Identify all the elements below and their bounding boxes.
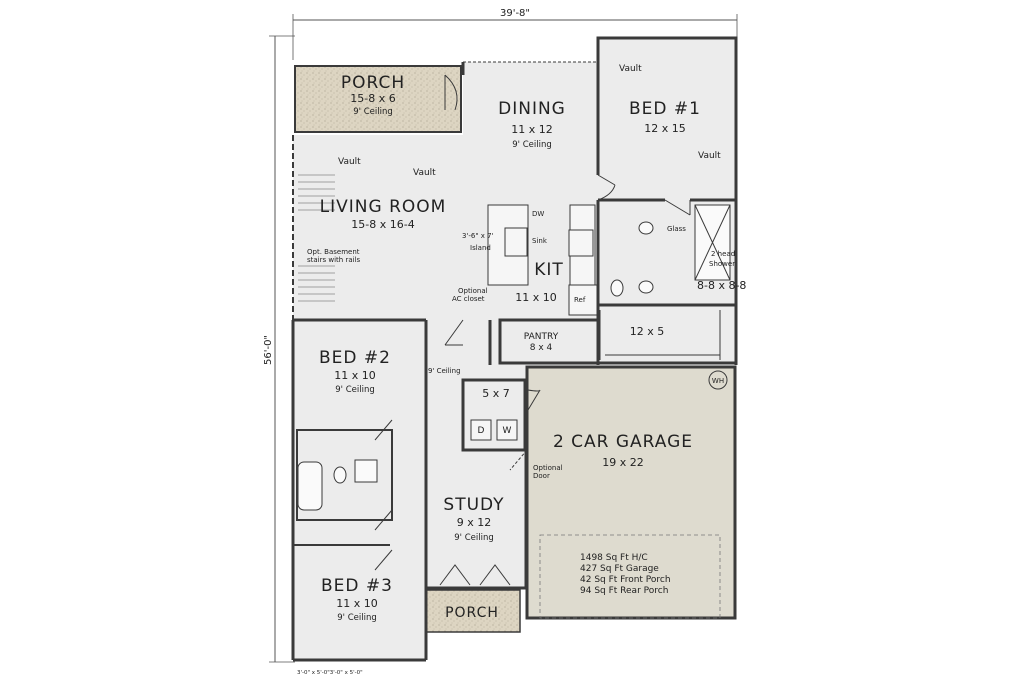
closet-dims: 12 x 5 [630, 325, 665, 338]
water-heater-label: WH [712, 377, 724, 385]
width-dimension: 39'-8" [292, 8, 738, 60]
stairs-note-2: stairs with rails [307, 256, 361, 264]
room-porch-rear: PORCH 15-8 x 6 9' Ceiling [341, 73, 405, 117]
toilet [333, 466, 347, 484]
bed2-name: BED #2 [319, 348, 391, 368]
living-dims: 15-8 x 16-4 [351, 218, 414, 231]
kitchen-name: KIT [534, 260, 564, 280]
glass-label: Glass [667, 225, 686, 233]
stat-garage: 427 Sq Ft Garage [580, 564, 659, 574]
shower-label-1: 2 head [711, 250, 735, 258]
room-bed2: BED #2 11 x 10 9' Ceiling [319, 348, 391, 395]
room-pantry: PANTRY 8 x 4 [524, 332, 559, 353]
rear-porch-area [294, 65, 462, 133]
walls [291, 36, 738, 662]
bath-fixtures [297, 204, 731, 511]
sink-label: Sink [532, 237, 548, 245]
bathtub [297, 461, 323, 511]
vanity [354, 459, 378, 483]
ac-note-2: AC closet [452, 295, 485, 303]
optional-door-1: Optional [533, 464, 563, 472]
study-dims: 9 x 12 [457, 516, 492, 529]
pantry-name: PANTRY [524, 332, 559, 342]
living-name: LIVING ROOM [320, 197, 447, 217]
room-living: LIVING ROOM 15-8 x 16-4 Vault Vault Opt.… [307, 157, 447, 264]
garage-dims: 19 x 22 [602, 456, 644, 469]
washer-label: W [503, 426, 512, 436]
hall-ceiling: 9' Ceiling [428, 367, 461, 375]
study-ceiling: 9' Ceiling [454, 533, 493, 543]
refrigerator [568, 284, 598, 316]
doors [374, 74, 691, 586]
kitchen-fixtures [487, 204, 598, 316]
porch-front-name: PORCH [445, 605, 499, 621]
room-laundry: 5 x 7 D W [470, 387, 518, 441]
bed3-ceiling: 9' Ceiling [337, 613, 376, 623]
study-name: STUDY [443, 495, 504, 515]
room-bed3: BED #3 11 x 10 9' Ceiling [321, 576, 393, 623]
basement-stairs [298, 174, 335, 302]
garage-name: 2 CAR GARAGE [553, 432, 693, 452]
master-sink-2 [638, 280, 654, 294]
bed1-vault-a: Vault [619, 64, 642, 74]
bottom-window-dims: 3'-0" x 5'-0"3'-0" x 5'-0" [297, 670, 363, 676]
dining-ceiling: 9' Ceiling [512, 140, 551, 150]
stat-front-porch: 42 Sq Ft Front Porch [580, 575, 671, 585]
depth-dimension: 56'-0" [263, 35, 295, 663]
bed2-ceiling: 9' Ceiling [335, 385, 374, 395]
room-master-bath: Glass 2 head Shower 8-8 x 8-8 [667, 225, 746, 292]
bed1-dims: 12 x 15 [644, 122, 686, 135]
bed3-name: BED #3 [321, 576, 393, 596]
square-footage-stats: 1498 Sq Ft H/C 427 Sq Ft Garage 42 Sq Ft… [580, 553, 671, 596]
optional-door-2: Door [533, 472, 550, 480]
range [568, 229, 594, 257]
room-garage: 2 CAR GARAGE 19 x 22 WH Optional Door [533, 377, 724, 480]
island-label-1: 3'-6" x 7' [462, 232, 494, 240]
stat-hc: 1498 Sq Ft H/C [580, 553, 648, 563]
depth-label: 56'-0" [263, 335, 274, 365]
garage-area [525, 365, 737, 620]
ac-closet-note: Optional AC closet [452, 287, 488, 303]
bed2-dims: 11 x 10 [334, 369, 376, 382]
washer [496, 419, 518, 441]
living-vault-b: Vault [413, 168, 436, 178]
laundry-dims: 5 x 7 [482, 387, 510, 400]
island-label-2: Island [470, 244, 491, 252]
kitchen-sink [504, 227, 528, 257]
dining-dims: 11 x 12 [511, 123, 553, 136]
bed1-vault-b: Vault [698, 151, 721, 161]
stat-rear-porch: 94 Sq Ft Rear Porch [580, 586, 668, 596]
bed1-name: BED #1 [629, 99, 701, 119]
stairs-note-1: Opt. Basement [307, 248, 360, 256]
dryer [470, 419, 492, 441]
room-dining: DINING 11 x 12 9' Ceiling [498, 99, 566, 150]
shower-label-2: Shower [709, 260, 735, 268]
master-toilet [610, 279, 624, 297]
porch-rear-name: PORCH [341, 73, 405, 93]
room-kitchen: KIT 11 x 10 3'-6" x 7' Island DW Sink Re… [462, 210, 586, 304]
master-bath-dims: 8-8 x 8-8 [697, 279, 746, 292]
dw-label: DW [532, 210, 544, 218]
pantry-dims: 8 x 4 [530, 343, 553, 353]
room-bed1: BED #1 12 x 15 Vault Vault [619, 64, 721, 161]
kitchen-dims: 11 x 10 [515, 291, 557, 304]
width-label: 39'-8" [500, 8, 530, 19]
ref-label: Ref [574, 296, 586, 304]
water-heater [708, 370, 728, 390]
living-vault-a: Vault [338, 157, 361, 167]
master-sink-1 [638, 221, 654, 235]
garage-door-outline [539, 534, 721, 619]
dining-name: DINING [498, 99, 566, 119]
bed3-dims: 11 x 10 [336, 597, 378, 610]
room-study: STUDY 9 x 12 9' Ceiling [443, 495, 504, 543]
porch-rear-ceiling: 9' Ceiling [353, 107, 392, 117]
front-porch-area [425, 589, 521, 633]
porch-rear-dims: 15-8 x 6 [350, 92, 395, 105]
dryer-label: D [478, 426, 485, 436]
ac-note-1: Optional [458, 287, 488, 295]
